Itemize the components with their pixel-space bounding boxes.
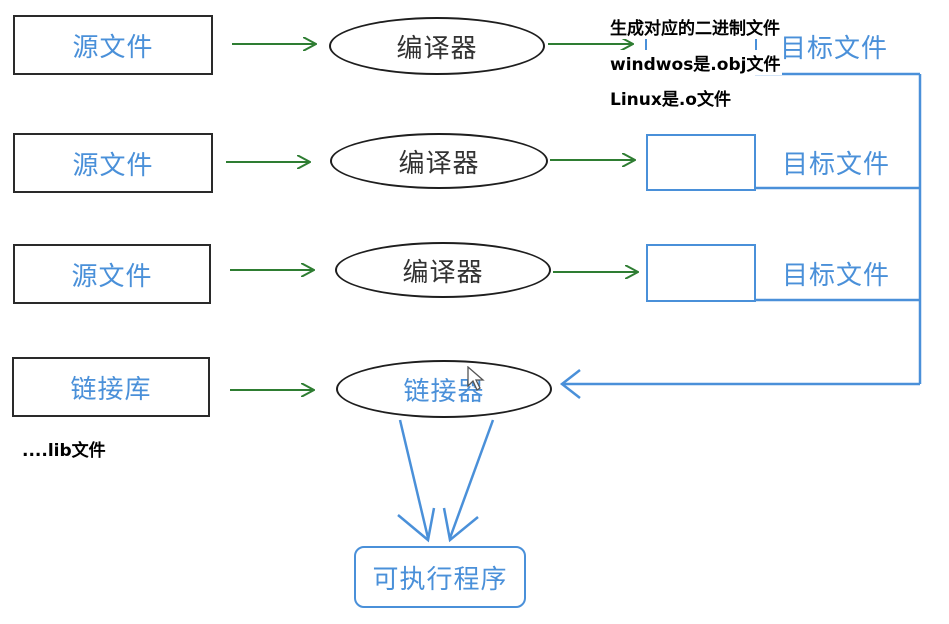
library-note: ....lib文件 <box>22 441 106 461</box>
annotation-line-3: Linux是.o文件 <box>608 85 733 110</box>
compiler-oval-2: 编译器 <box>330 133 548 189</box>
annotation-line-2: windwos是.obj文件 <box>608 50 783 75</box>
link-library-label: 链接库 <box>70 374 152 405</box>
cursor-icon <box>467 366 485 391</box>
target-file-label: 目标文件 <box>780 34 889 64</box>
source-file-label: 源文件 <box>71 261 153 292</box>
source-file-box-2: 源文件 <box>13 133 213 193</box>
annotation-line-1: 生成对应的二进制文件 <box>608 14 782 39</box>
target-file-box-2 <box>646 134 756 191</box>
bus-arrowhead <box>559 369 581 399</box>
link-right-line <box>448 419 495 539</box>
target-file-label: 目标文件 <box>782 261 891 291</box>
target-file-label: 目标文件 <box>782 150 891 180</box>
compiler-label: 编译器 <box>396 33 478 64</box>
executable-box: 可执行程序 <box>354 546 526 608</box>
target-file-box-3 <box>646 244 756 302</box>
link-right-arrowhead <box>442 507 479 543</box>
link-left-arrowhead <box>397 507 436 543</box>
compiler-oval-1: 编译器 <box>329 17 545 75</box>
linker-oval: 链接器 <box>336 360 552 418</box>
link-left-line <box>398 419 430 539</box>
compiler-label: 编译器 <box>402 257 484 288</box>
source-file-box-3: 源文件 <box>13 244 211 304</box>
compiler-label: 编译器 <box>398 148 480 179</box>
source-file-label: 源文件 <box>72 32 154 63</box>
link-library-box: 链接库 <box>12 357 210 417</box>
executable-label: 可执行程序 <box>372 564 508 595</box>
compiler-oval-3: 编译器 <box>335 242 551 298</box>
source-file-label: 源文件 <box>72 150 154 181</box>
source-file-box-1: 源文件 <box>13 15 213 75</box>
